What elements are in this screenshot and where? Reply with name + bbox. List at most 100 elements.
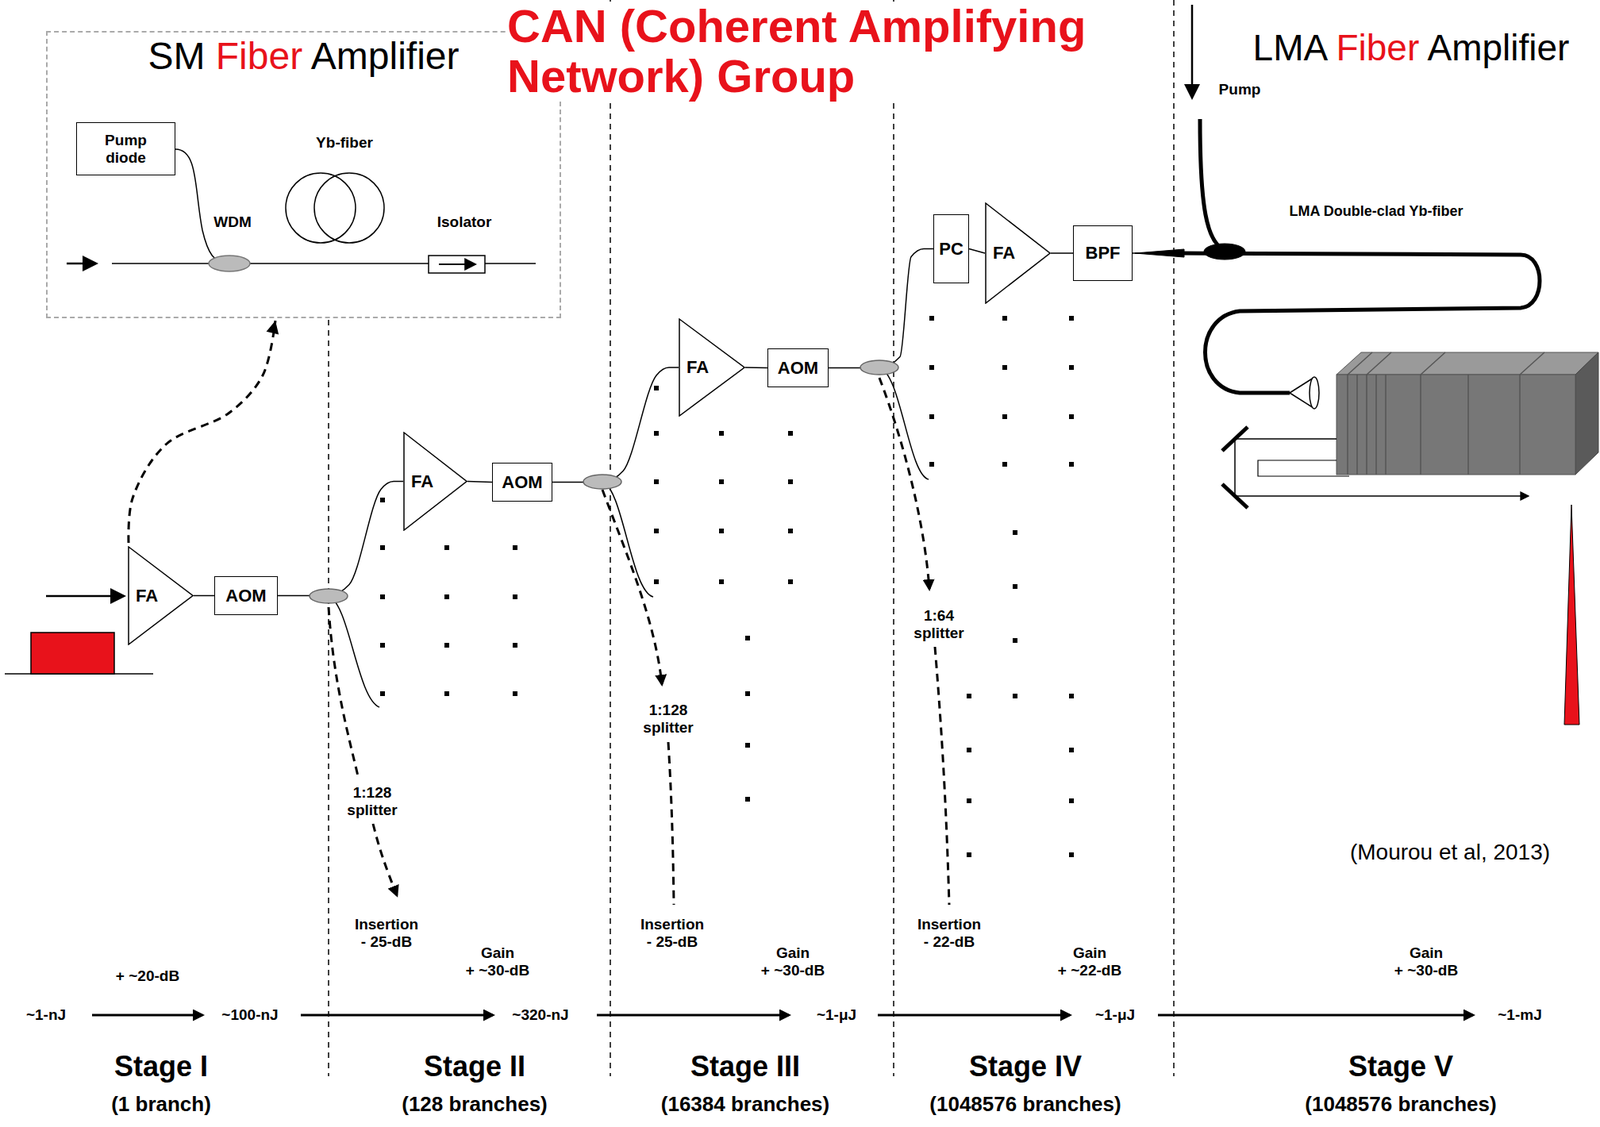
energy-value: ~1-mJ: [1496, 1006, 1543, 1024]
energy-value: ~1-μJ: [1093, 1006, 1137, 1024]
branch-dots: [745, 796, 750, 802]
word-space: [204, 34, 216, 77]
branch-dots: [1012, 638, 1018, 643]
component-label: AOM: [225, 585, 266, 606]
stage-name: Stage IV: [967, 1050, 1084, 1083]
lma-amplifier-illustration: [1347, 352, 1545, 475]
stage-divider: [892, 0, 895, 1077]
component-label: FA: [992, 242, 1016, 263]
branch-count: (1048576 branches): [1303, 1092, 1498, 1117]
branch-dots: [745, 635, 750, 641]
component-label: FA: [411, 471, 434, 492]
branch-dots: [745, 691, 750, 697]
lma-amplifier-illustration: [1222, 426, 1248, 451]
gain-value: Gain + ~30-dB: [1392, 944, 1460, 980]
text-word: Pump: [104, 131, 147, 149]
energy-arrow: [1157, 1014, 1474, 1017]
branch-dots: [1012, 584, 1018, 589]
fiber-connection: [1050, 253, 1074, 254]
amplifier-triangle: [128, 546, 193, 645]
gain-value: Gain + ~22-dB: [1056, 944, 1124, 980]
branch-dots: [1002, 315, 1008, 321]
branch-dots: [929, 461, 935, 467]
splitter-leader: [879, 377, 930, 589]
connector-line: [467, 481, 493, 483]
splitter-leader: [934, 646, 950, 905]
fiber-connection: [828, 249, 934, 369]
lma-amplifier-illustration: [1420, 352, 1446, 375]
bandpass-filter-box: BPF: [1073, 225, 1133, 281]
gain-value: Gain + ~30-dB: [759, 944, 827, 980]
stage-divider: [1173, 0, 1175, 1077]
amplifier-triangle: [985, 203, 1050, 304]
connector-line: [828, 249, 934, 369]
branch-dots: [1012, 530, 1018, 535]
fiber-connection: [277, 481, 404, 597]
component-label: Isolator: [435, 213, 494, 231]
text-word: Insertion: [640, 915, 704, 933]
fiber-splitter: [309, 588, 348, 604]
component-label: WDM: [211, 213, 253, 231]
branch-count: (1048576 branches): [927, 1092, 1123, 1117]
text-word: +: [1057, 961, 1067, 979]
stage-name: Stage I: [112, 1050, 210, 1083]
text-word: SM: [147, 34, 205, 77]
branch-dots: [719, 430, 724, 436]
fiber-splitter: [309, 360, 899, 604]
text-word: LMA: [1253, 26, 1327, 69]
branch-dots: [512, 545, 518, 550]
branch-dots: [1069, 747, 1074, 753]
insertion-loss: Insertion - 25-dB: [353, 915, 420, 951]
text-word: 25-dB: [655, 933, 698, 950]
component-label: Pump diode: [104, 131, 147, 167]
splitter-branch: [328, 367, 929, 708]
text-word: -: [361, 933, 366, 950]
branch-dots: [444, 545, 450, 550]
connector-line: [969, 249, 985, 254]
text-word: diode: [105, 149, 147, 166]
branch-dots: [653, 430, 659, 436]
text-word: Insertion: [354, 915, 419, 933]
branch-dots: [745, 742, 750, 748]
energy-value: ~320-nJ: [510, 1006, 570, 1024]
branch-dots: [444, 642, 450, 648]
stage-name: Stage II: [422, 1050, 527, 1083]
branch-dots: [719, 579, 724, 585]
splitter-label: 1:64 splitter: [911, 607, 966, 643]
word-space: [1403, 961, 1408, 979]
text-word: splitter: [913, 624, 964, 642]
component-label: FA: [686, 357, 709, 377]
connector-line: [128, 320, 276, 543]
word-space: [302, 34, 312, 77]
text-word: CAN: [507, 0, 608, 52]
lma-amplifier-illustration: [1203, 243, 1246, 260]
text-word: Group: [716, 50, 855, 102]
fiber-connection: [745, 367, 768, 370]
component-label: PC: [938, 238, 964, 259]
energy-value: ~1-nJ: [24, 1006, 68, 1024]
component-label: Pump: [1217, 80, 1263, 99]
lma-amplifier-illustration: [1365, 374, 1368, 475]
gain-value: Gain + ~30-dB: [464, 944, 531, 980]
lma-amplifier-illustration: [1519, 352, 1545, 375]
text-word: +: [761, 961, 770, 979]
lma-amplifier-illustration: [1191, 4, 1194, 97]
branch-dots: [966, 852, 972, 858]
connector-line: [552, 367, 679, 483]
connector-line: [277, 481, 404, 597]
branch-dots: [788, 430, 793, 436]
lma-amplifier-illustration: [1234, 438, 1528, 497]
detail-callout-arrow: [128, 320, 279, 543]
lma-amplifier-illustration: [1134, 249, 1185, 258]
seed-laser: [46, 595, 124, 598]
aom-box: AOM: [214, 576, 278, 616]
word-space: [607, 0, 620, 52]
text-word: +: [1394, 961, 1404, 979]
branch-count: (128 branches): [400, 1092, 550, 1117]
text-word: Network): [507, 50, 704, 102]
branch-dots: [1012, 693, 1018, 699]
stage-divider: [327, 319, 330, 1077]
branch-dots: [380, 594, 385, 600]
lma-amplifier-illustration: [1200, 119, 1225, 250]
branch-dots: [966, 798, 972, 804]
